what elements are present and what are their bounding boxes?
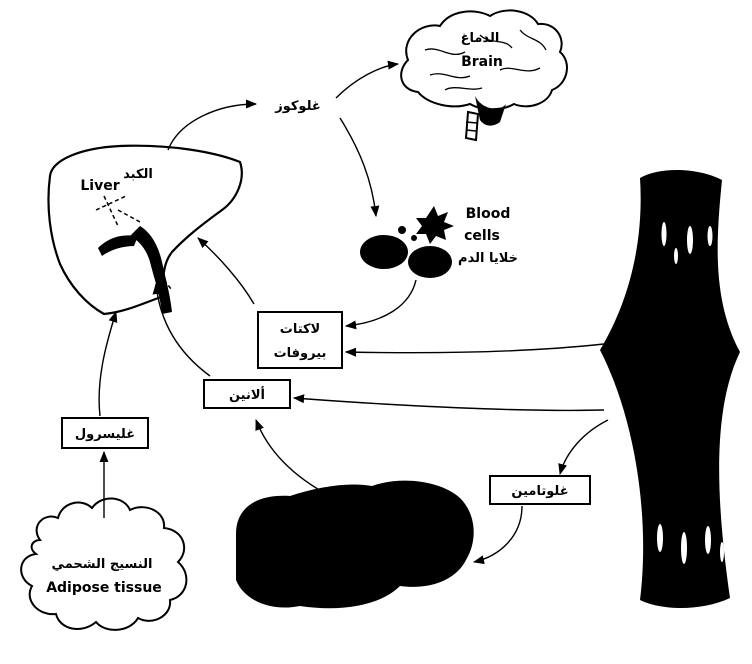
blood-cells-label-en-2: cells — [464, 228, 500, 244]
arrow-glucose-to-blood — [339, 117, 380, 218]
alanine-box: ألانين — [203, 379, 291, 409]
glutamine-label: غلوتامين — [511, 484, 568, 499]
arrow-muscle-to-lactate — [344, 343, 605, 357]
adipose-tissue-illustration: النسيج الشحمي Adipose tissue — [20, 497, 188, 631]
lactate-label: لاكتات — [280, 322, 321, 337]
liver-label-ar: الكبد — [123, 167, 153, 182]
liver-label-en: Liver — [80, 178, 119, 194]
arrow-glucose-to-brain — [335, 60, 400, 99]
pathway-arrows — [98, 60, 609, 565]
glycerol-box: غليسرول — [61, 417, 149, 449]
arrow-muscle-to-glutamine — [558, 419, 609, 476]
alanine-label: ألانين — [229, 386, 265, 403]
muscle-illustration — [600, 169, 740, 608]
adipose-label-ar: النسيج الشحمي — [52, 557, 153, 572]
brain-label-en: Brain — [461, 54, 503, 70]
glutamine-box: غلوتامين — [489, 475, 591, 505]
pyruvate-label: بيروفات — [274, 346, 327, 361]
blood-cells-label-ar: خلايا الدم — [458, 251, 518, 266]
arrow-kidney-to-alanine — [255, 418, 331, 497]
arrow-glycerol-to-liver — [98, 310, 118, 417]
lactate-pyruvate-box: لاكتات بيروفات — [257, 311, 343, 369]
glycerol-label: غليسرول — [75, 427, 135, 442]
arrow-glutamine-to-kidney — [472, 505, 523, 565]
adipose-label-en: Adipose tissue — [46, 580, 162, 596]
arrow-lactate-to-liver — [197, 237, 255, 305]
arrow-alanine-to-liver — [152, 282, 211, 377]
arrow-liver-to-glucose — [167, 99, 258, 151]
arrow-blood-to-lactate — [344, 279, 417, 330]
liver-illustration: الكبد Liver — [47, 144, 243, 316]
blood-cells-label-en-1: Blood — [466, 206, 511, 222]
kidney-illustration — [236, 480, 474, 609]
blood-cells-illustration: Blood cells خلايا الدم — [360, 206, 518, 278]
brain-label-ar: الدماغ — [461, 31, 500, 46]
glucose-label: غلوكوز — [274, 99, 321, 114]
arrow-muscle-to-alanine — [292, 394, 605, 412]
brain-illustration: الدماغ Brain — [400, 9, 568, 142]
